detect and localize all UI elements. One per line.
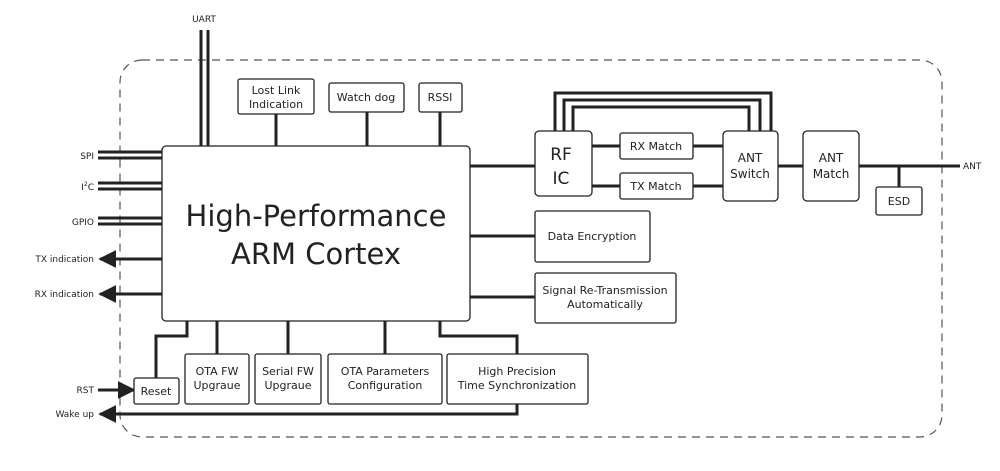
retransmission-line1: Signal Re-Transmission [542,284,667,297]
rx-indication-label: RX indication [35,290,94,300]
ota-params-line2: Configuration [348,379,423,392]
time-sync-box [446,353,589,405]
io-labels: UART SPI I2C GPIO TX indication RX indic… [34,15,982,420]
wake-up-label: Wake up [55,410,94,420]
rx-match-box [619,132,694,160]
data-encryption-box [534,210,651,263]
rf-ic-box [534,130,593,197]
core-title-line2: ARM Cortex [231,237,401,271]
tx-match-label: TX Match [629,180,681,193]
ant-output-label: ANT [963,162,982,172]
esd-label: ESD [888,195,910,208]
rssi-box [418,82,463,113]
gpio-label: GPIO [72,218,94,228]
watchdog-label: Watch dog [337,91,395,104]
ant-match-line2: Match [813,167,850,181]
lost-link-line1: Lost Link [252,84,301,97]
blocks [133,78,923,405]
serial-fw-box [254,353,322,405]
ant-match-line1: ANT [819,151,844,165]
lost-link-line2: Indication [249,98,303,111]
time-sync-line1: High Precision [478,365,556,378]
data-encryption-label: Data Encryption [548,230,637,243]
spi-label: SPI [80,152,94,162]
i2c-label: I2C [81,181,94,193]
watchdog-box [328,82,405,113]
ant-switch-line1: ANT [738,151,763,165]
rf-ic-line1: RF [550,145,572,165]
i2c-main: I [81,183,84,193]
tx-indication-label: TX indication [34,255,94,265]
ota-params-line1: OTA Parameters [341,365,430,378]
rst-label: RST [77,386,95,396]
lost-link-box [237,78,315,115]
retransmission-box [534,272,677,324]
ant-match-box [802,130,860,202]
time-sync-line2: Time Synchronization [457,379,577,392]
rssi-label: RSSI [428,91,453,104]
serial-fw-line2: Upgraue [264,379,311,392]
ant-switch-line2: Switch [730,167,770,181]
ota-params-box [327,353,443,405]
ota-fw-box [184,353,250,405]
ota-fw-line2: Upgraue [193,379,240,392]
reset-label: Reset [141,385,172,398]
rf-ic-line2: IC [553,169,570,189]
serial-fw-line1: Serial FW [262,365,314,378]
core-title-line1: High-Performance [186,199,447,233]
esd-box [875,186,923,216]
ant-switch-box [722,130,779,202]
tx-match-box [619,172,694,200]
core-box [161,145,471,322]
block-labels: High-Performance ARM Cortex Lost Link In… [141,84,911,398]
connections [98,30,960,423]
reset-box [133,377,180,405]
ota-fw-line1: OTA FW [196,365,239,378]
module-boundary [119,59,943,438]
i2c-superscript: 2 [84,181,88,188]
retransmission-line2: Automatically [567,298,643,311]
uart-label: UART [192,15,216,25]
i2c-tail: C [88,183,94,193]
rx-match-label: RX Match [630,140,682,153]
